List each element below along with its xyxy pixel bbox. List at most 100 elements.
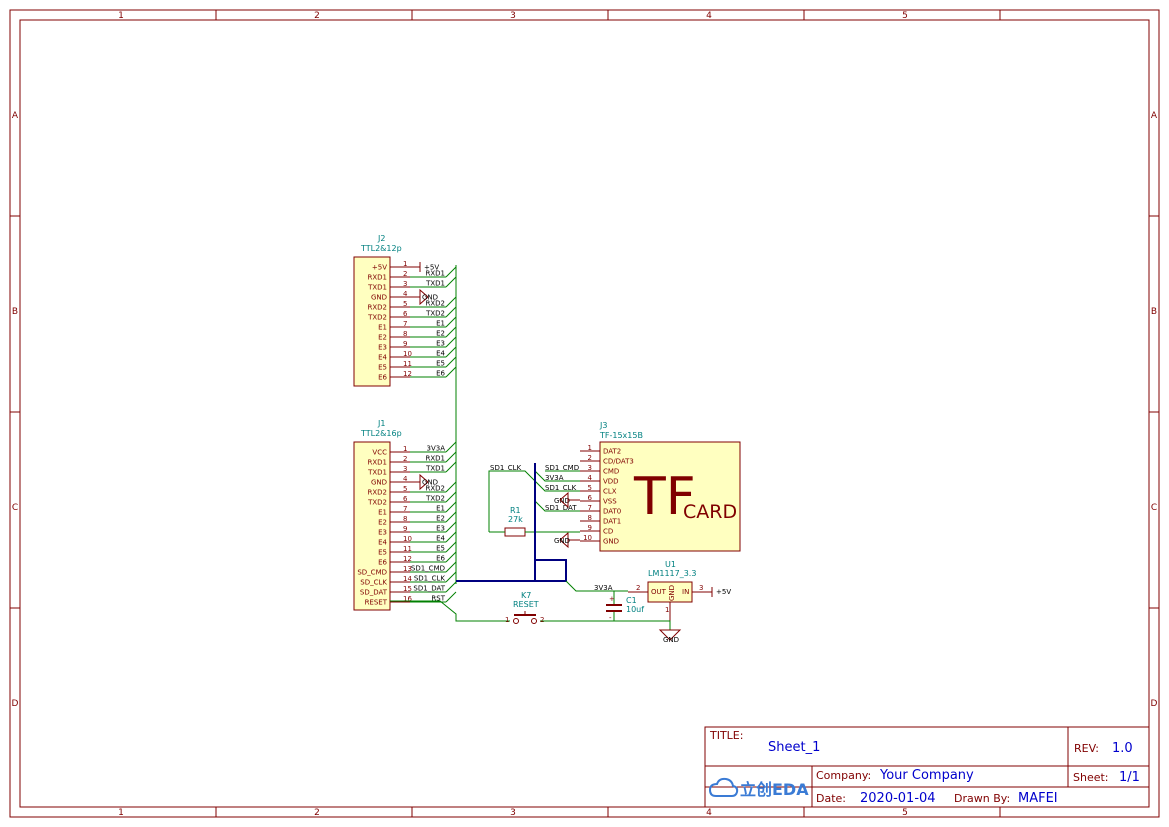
- j2-net-label: E5: [436, 360, 445, 368]
- j1-pin-name: SD_CMD: [357, 569, 387, 577]
- frame-col-4-top: 4: [706, 11, 712, 21]
- frame-row-d-left: D: [12, 699, 19, 709]
- j3-pin-name: VDD: [603, 478, 619, 486]
- j3-pin-9[interactable]: CD9: [580, 524, 613, 536]
- rev-value: 1.0: [1112, 741, 1133, 756]
- j2-body: [353, 256, 391, 387]
- j2-pin-name: TXD2: [367, 314, 387, 322]
- c1-value: 10uf: [626, 605, 644, 614]
- j1-net-label: E5: [436, 545, 445, 553]
- j2-pin-number: 8: [403, 330, 407, 338]
- r1-resistor[interactable]: R1 27k SD1_CLK: [490, 464, 526, 537]
- j2-pin-number: 7: [403, 320, 407, 328]
- k7-reset-switch[interactable]: K7 RESET 1 2: [505, 591, 544, 624]
- j3-pin-10[interactable]: GND 10: [580, 534, 619, 546]
- u1-pin-1: 1: [665, 606, 669, 614]
- j3-tf-card[interactable]: J3 TF-15x15B TF CARD DAT21CD/DAT32CMD3VD…: [545, 421, 741, 552]
- u1-designator: U1: [665, 560, 676, 569]
- sheet-value: 1/1: [1119, 770, 1140, 785]
- j1-pin-name: E4: [378, 539, 387, 547]
- j3-pin-4[interactable]: VDD 4: [580, 474, 619, 486]
- rev-label: REV:: [1074, 742, 1099, 755]
- j3-pin-name: GND: [603, 538, 619, 546]
- eda-logo: 立创EDA: [708, 777, 809, 799]
- frame-row-b-left: B: [12, 307, 18, 317]
- j1-pin-number: 11: [403, 545, 412, 553]
- j2-pin-number: 9: [403, 340, 407, 348]
- frame-row-b-right: B: [1151, 307, 1157, 317]
- j2-designator: J2: [377, 234, 385, 243]
- j2-pin-name: GND: [371, 294, 387, 302]
- eda-logo-text: 立创EDA: [740, 780, 809, 799]
- j3-pin-number: 1: [588, 444, 592, 452]
- r1-designator: R1: [510, 506, 521, 515]
- j3-net-3v3a: 3V3A: [545, 474, 564, 482]
- j3-net-clk: SD1_CLK: [545, 484, 577, 492]
- u1-regulator[interactable]: U1 LM1117_3.3 OUT IN GND 2 3 1 +5V 3V3A: [594, 560, 731, 622]
- j2-pin-name: E3: [378, 344, 387, 352]
- j2-pin-name: E1: [378, 324, 387, 332]
- j2-pin-number: 4: [403, 290, 408, 298]
- c1-capacitor[interactable]: C1 10uf + -: [606, 595, 644, 622]
- j2-pin-number: 3: [403, 280, 407, 288]
- j2-pin-name: TXD1: [367, 284, 387, 292]
- j2-net-label: E6: [436, 370, 445, 378]
- frame-row-a-left: A: [12, 111, 19, 121]
- j1-pin-number: 15: [403, 585, 412, 593]
- j2-pin-number: 11: [403, 360, 412, 368]
- j3-pin-number: 4: [588, 474, 593, 482]
- j2-net-label: E2: [436, 330, 445, 338]
- k7-pin-2: 2: [540, 616, 544, 624]
- j1-net-label: E4: [436, 535, 445, 543]
- j1-pin-name: SD_DAT: [360, 589, 388, 597]
- j1-pin-number: 3: [403, 465, 407, 473]
- j2-net-label: GND: [422, 294, 438, 302]
- u1-value: LM1117_3.3: [648, 569, 696, 578]
- j1-net-label: E3: [436, 525, 445, 533]
- j3-pin-number: 10: [583, 534, 592, 542]
- j3-big-text: TF: [633, 467, 696, 527]
- j3-pin-number: 8: [588, 514, 592, 522]
- u1-pin-out: OUT: [651, 588, 667, 596]
- j1-net-label: RXD1: [425, 455, 445, 463]
- j1-pin-number: 6: [403, 495, 408, 503]
